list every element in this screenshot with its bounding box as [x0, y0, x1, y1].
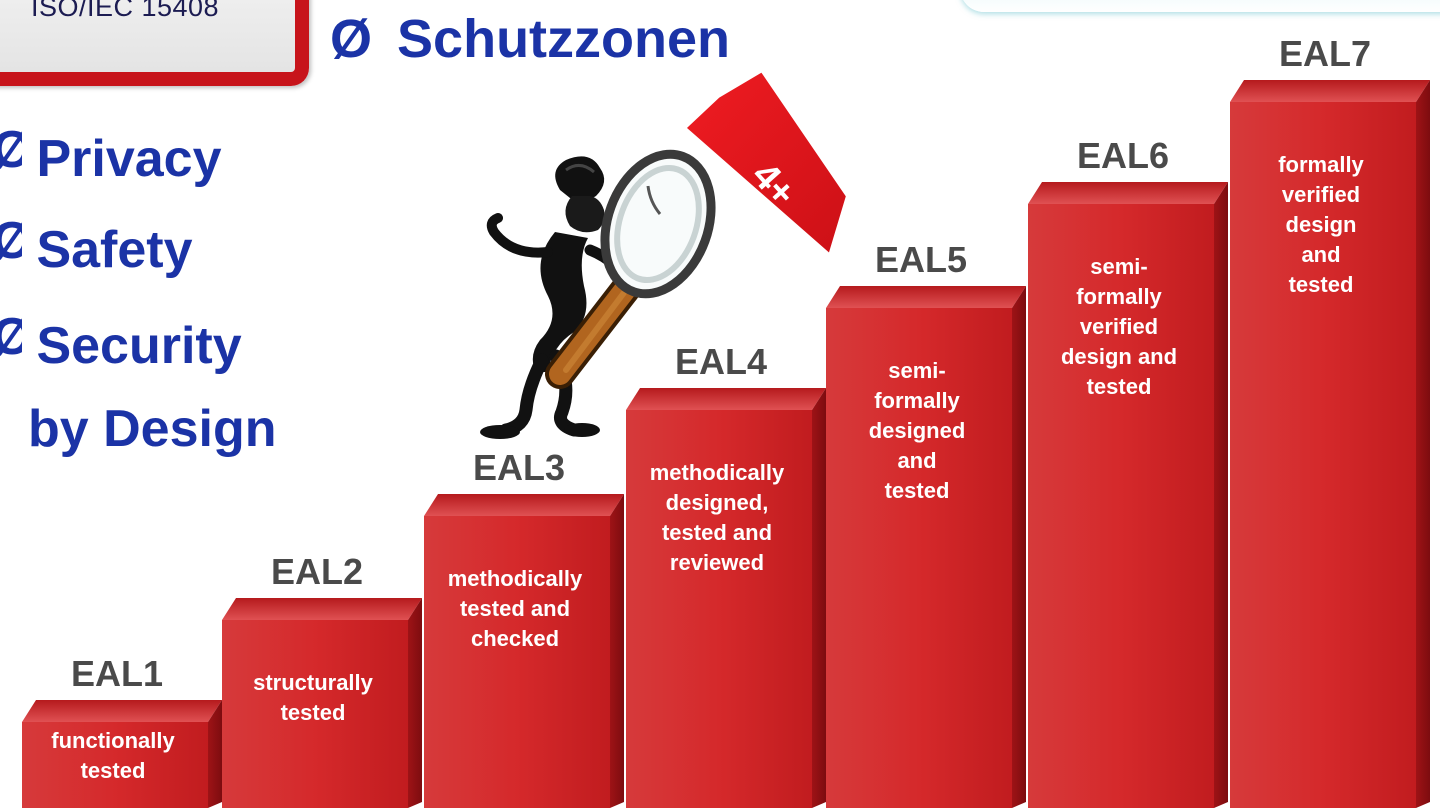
eal-step-3: EAL3 methodically tested and checked [424, 447, 624, 808]
step-description-line: tested [81, 758, 146, 783]
step-description-line: designed, [666, 490, 769, 515]
standard-badge: 1998 ISO/IEC 15408 [0, 0, 309, 86]
bullet-label: Security [36, 317, 242, 375]
step-description-line: verified [1080, 314, 1158, 339]
step-description-line: tested [885, 478, 950, 503]
step-side [812, 388, 826, 808]
step-front [1028, 204, 1214, 808]
step-top [424, 494, 624, 516]
step-front [826, 308, 1012, 808]
step-front [222, 620, 408, 808]
schutzzonen-heading: Ø Schutzzonen [330, 12, 730, 66]
eal-label: EAL1 [71, 653, 163, 694]
heading-bullet: Ø [330, 9, 373, 69]
eal-step-4: EAL4 methodically designed, tested and revie… [626, 341, 826, 808]
bullet-security: Ø Security [0, 311, 242, 372]
bullet-safety: Ø Safety [0, 215, 193, 276]
eal-step-7: EAL7 formally verified design and tested [1230, 33, 1430, 808]
eal-step-2: EAL2 structurally tested [222, 551, 422, 808]
step-top [826, 286, 1026, 308]
step-description-line: verified [1282, 182, 1360, 207]
step-description-line: structurally [253, 670, 374, 695]
step-side [1012, 286, 1026, 808]
eal-label: EAL6 [1077, 135, 1169, 176]
step-description-line: designed [869, 418, 966, 443]
eal-label: EAL7 [1279, 33, 1371, 74]
bullet-label: Privacy [36, 130, 222, 188]
bullet-continuation: by Design [28, 400, 277, 458]
step-description-line: semi- [1090, 254, 1147, 279]
step-top [222, 598, 422, 620]
eal-step-1: EAL1 functionally tested [22, 653, 222, 808]
level-4plus-arrow: 4+ [682, 68, 850, 258]
eal-label: EAL5 [875, 239, 967, 280]
step-side [1214, 182, 1228, 808]
step-description-line: tested and [662, 520, 772, 545]
step-front [424, 516, 610, 808]
eal-label: EAL2 [271, 551, 363, 592]
eal-step-5: EAL5 semi-formally designed and tested [826, 239, 1026, 808]
step-description-line: tested [1289, 272, 1354, 297]
step-front [626, 410, 812, 808]
badge-standard: ISO/IEC 15408 [30, 0, 220, 22]
step-front [1230, 102, 1416, 808]
step-top [1028, 182, 1228, 204]
step-front [22, 722, 208, 808]
bullet-symbol: Ø [0, 311, 22, 363]
step-top [1230, 80, 1430, 102]
step-top [626, 388, 826, 410]
step-side [610, 494, 624, 808]
step-description-line: and [1301, 242, 1340, 267]
steps-layer: EAL1functionallytestedEAL2structurallyte… [22, 33, 1430, 808]
eal-step-6: EAL6 semi-formally verified design and teste… [1028, 135, 1228, 808]
eal-label: EAL4 [675, 341, 767, 382]
bullet-symbol: Ø [0, 124, 22, 176]
step-description-line: methodically [448, 566, 583, 591]
step-description-line: and [897, 448, 936, 473]
step-side [208, 700, 222, 808]
step-side [408, 598, 422, 808]
bullet-label: Safety [36, 221, 193, 279]
bullet-privacy: Ø Privacy [0, 124, 222, 185]
step-description-line: formally [1076, 284, 1162, 309]
step-description-line: design [1286, 212, 1357, 237]
step-description-line: tested [281, 700, 346, 725]
top-right-panel [960, 0, 1440, 12]
step-description-line: formally [874, 388, 960, 413]
step-description-line: tested and [460, 596, 570, 621]
step-description-line: methodically [650, 460, 785, 485]
step-description-line: design and [1061, 344, 1177, 369]
step-side [1416, 80, 1430, 808]
step-description-line: checked [471, 626, 559, 651]
eal-label: EAL3 [473, 447, 565, 488]
step-description-line: formally [1278, 152, 1364, 177]
heading-text: Schutzzonen [397, 9, 731, 69]
step-top [22, 700, 222, 722]
step-description-line: reviewed [670, 550, 764, 575]
step-description-line: semi- [888, 358, 945, 383]
step-description-line: functionally [51, 728, 175, 753]
step-description-line: tested [1087, 374, 1152, 399]
detective-figure [480, 149, 716, 439]
bullet-symbol: Ø [0, 215, 22, 267]
